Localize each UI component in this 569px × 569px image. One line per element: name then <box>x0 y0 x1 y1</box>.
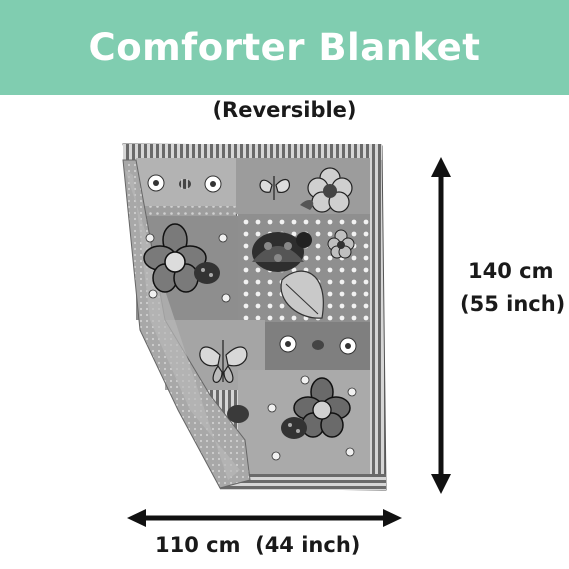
width-label: 110 cm (44 inch) <box>155 533 361 557</box>
title-banner: Comforter Blanket <box>0 0 569 95</box>
reversible-label: (Reversible) <box>212 98 357 122</box>
height-inch-label: (55 inch) <box>460 292 566 316</box>
banner-title: Comforter Blanket <box>88 26 481 69</box>
height-cm-label: 140 cm <box>468 259 554 283</box>
